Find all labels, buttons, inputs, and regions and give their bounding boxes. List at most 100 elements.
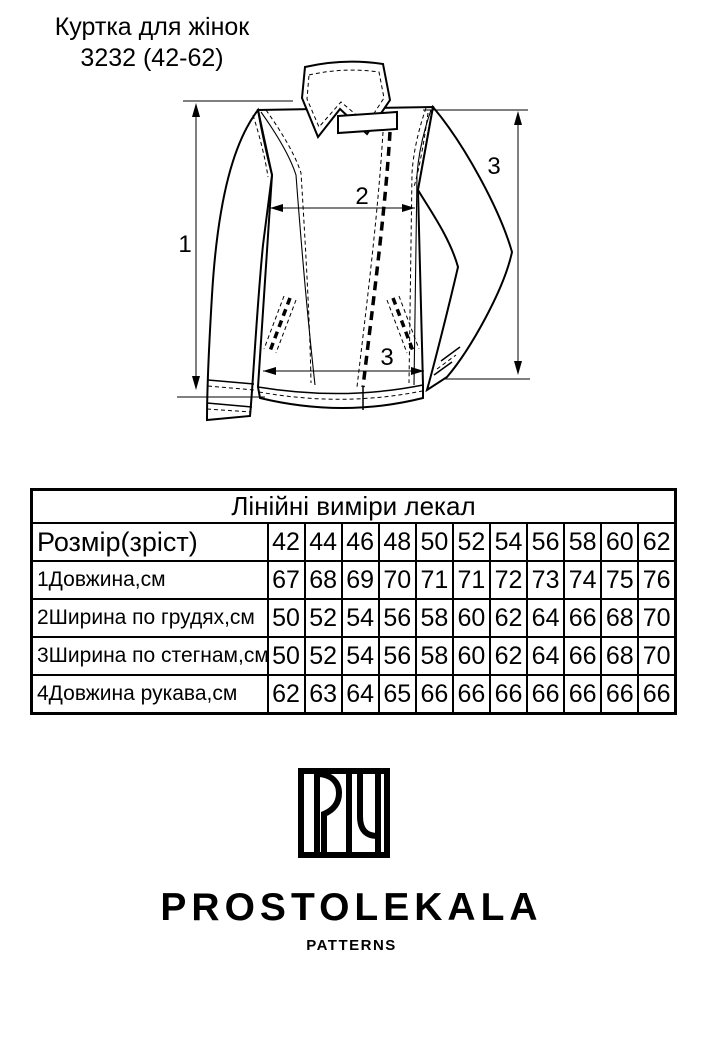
right-cuff-line: [433, 361, 453, 376]
value-cell: 74: [563, 560, 603, 600]
value-cell: 62: [488, 598, 529, 638]
value-cell: 70: [637, 598, 677, 638]
value-cell: 75: [600, 560, 640, 600]
size-header-row: Розмір(зріст) 42 44 46 48 50 52 54 56 58…: [30, 522, 677, 562]
value-cell: 66: [414, 674, 454, 715]
right-pocket-zipper: [391, 297, 415, 352]
row-label-cell: Розмір(зріст): [30, 522, 269, 562]
front-edge-stitch: [356, 131, 384, 388]
hem-band-line: [257, 384, 424, 395]
brand-tagline: PATTERNS: [306, 937, 397, 954]
value-cell: 71: [451, 560, 491, 600]
arrowhead: [263, 367, 276, 375]
value-cell: 60: [451, 598, 491, 638]
size-cell: 56: [526, 522, 566, 562]
left-cuff-stitch-2: [206, 408, 252, 413]
value-cell: 67: [266, 560, 306, 600]
value-cell: 66: [451, 674, 491, 715]
value-cell: 66: [637, 674, 677, 715]
left-armhole-stitch: [252, 114, 269, 178]
title-line-1: Куртка для жінок: [54, 13, 250, 41]
arrowhead: [270, 204, 283, 212]
row-label-cell: 4Довжина рукава,см: [30, 674, 269, 715]
value-cell: 50: [266, 598, 306, 638]
arrowhead: [514, 361, 522, 375]
table-header-row: Лінійні виміри лекал: [30, 488, 677, 524]
value-cell: 52: [303, 598, 343, 638]
value-cell: 54: [340, 598, 380, 638]
dim-label-sleeve: 3: [487, 153, 500, 180]
row-label-cell: 3Ширина по стегнам,см: [30, 636, 269, 676]
value-cell: 69: [340, 560, 380, 600]
table-title-cell: Лінійні виміри лекал: [30, 488, 677, 524]
value-cell: 58: [414, 636, 454, 676]
left-cuff-line: [207, 379, 255, 385]
row-label-cell: 2Ширина по грудях,см: [30, 598, 269, 638]
value-cell: 50: [266, 636, 306, 676]
value-cell: 66: [563, 674, 603, 715]
pl-monogram-icon: [298, 768, 390, 858]
left-pocket-stitch-a: [263, 295, 285, 350]
arrowhead: [192, 376, 200, 390]
collar-stitch: [306, 69, 385, 128]
size-cell: 60: [600, 522, 640, 562]
table-row: 1Довжина,см 67 68 69 70 71 71 72 73 74 7…: [30, 560, 677, 600]
value-cell: 66: [600, 674, 640, 715]
value-cell: 64: [526, 636, 566, 676]
value-cell: 63: [303, 674, 343, 715]
value-cell: 66: [526, 674, 566, 715]
dim-label-hip: 3: [380, 344, 393, 371]
zipper-line: [361, 131, 392, 388]
jacket-technical-drawing: 1 2 3 3: [177, 60, 530, 422]
table-row: 3Ширина по стегнам,см 50 52 54 56 58 60 …: [30, 636, 677, 676]
value-cell: 73: [526, 560, 566, 600]
value-cell: 71: [414, 560, 454, 600]
value-cell: 66: [563, 598, 603, 638]
jacket-body: [256, 105, 435, 409]
left-princess-stitch: [265, 109, 312, 384]
right-cuff-line-2: [440, 346, 461, 362]
value-cell: 72: [488, 560, 529, 600]
size-cell: 46: [340, 522, 380, 562]
value-cell: 60: [451, 636, 491, 676]
dim-label-chest: 2: [355, 183, 368, 210]
value-cell: 56: [377, 598, 417, 638]
collar-tab: [337, 110, 398, 135]
value-cell: 68: [303, 560, 343, 600]
left-princess-seam: [260, 111, 316, 386]
right-cuff-stitch: [436, 354, 457, 370]
table-row: 4Довжина рукава,см 62 63 64 65 66 66 66 …: [30, 674, 677, 715]
row-label-cell: 1Довжина,см: [30, 560, 269, 600]
arrowhead: [514, 111, 522, 125]
value-cell: 64: [526, 598, 566, 638]
left-cuff-line-2: [206, 402, 253, 408]
value-cell: 76: [637, 560, 677, 600]
arrowhead: [402, 204, 415, 212]
value-cell: 66: [488, 674, 529, 715]
size-cell: 44: [303, 522, 343, 562]
value-cell: 65: [377, 674, 417, 715]
dimension-lines: 1 2 3 3: [177, 100, 530, 398]
value-cell: 66: [563, 636, 603, 676]
right-princess-seam: [413, 109, 432, 386]
size-cell: 52: [451, 522, 491, 562]
arrowhead: [411, 367, 424, 375]
size-cell: 62: [637, 522, 677, 562]
left-sleeve: [205, 107, 274, 422]
right-sleeve: [416, 104, 514, 393]
right-princess-stitch: [408, 107, 427, 384]
right-armhole-stitch: [413, 112, 429, 188]
value-cell: 54: [340, 636, 380, 676]
left-pocket-stitch-b: [275, 299, 297, 354]
value-cell: 68: [600, 636, 640, 676]
table-row: 2Ширина по грудях,см 50 52 54 56 58 60 6…: [30, 598, 677, 638]
title-line-2: 3232 (42-62): [80, 43, 224, 72]
size-cell: 42: [266, 522, 306, 562]
jacket-outline: [205, 60, 514, 422]
right-pocket-stitch-b: [398, 295, 420, 350]
value-cell: 62: [266, 674, 306, 715]
size-cell: 58: [563, 522, 603, 562]
value-cell: 70: [637, 636, 677, 676]
arrowhead: [192, 103, 200, 117]
